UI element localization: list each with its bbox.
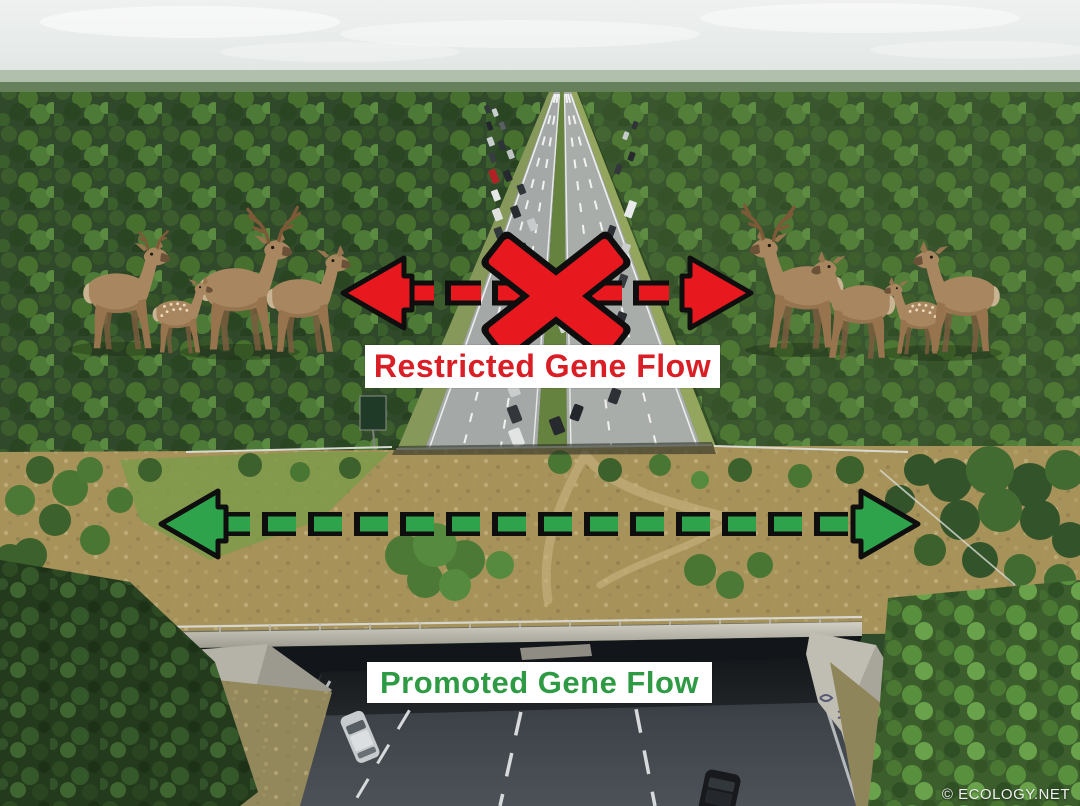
- watermark: © ECOLOGY.NET: [941, 786, 1070, 803]
- arrowhead-right: [850, 488, 921, 560]
- bridge-railing: [85, 615, 863, 634]
- underpass-entry-shadow: [392, 442, 716, 455]
- deer-group-right: [743, 205, 1002, 361]
- arrowhead-left: [158, 488, 229, 560]
- blocked-x-icon: [481, 231, 631, 361]
- promoted-gene-flow-label: Promoted Gene Flow: [367, 662, 712, 703]
- white-truck: [624, 200, 637, 219]
- horizon-treeline: [0, 70, 1080, 96]
- vegetation-bottom-right: [868, 580, 1080, 806]
- restricted-gene-flow-label: Restricted Gene Flow: [365, 345, 720, 388]
- restricted-flow-arrow: [340, 231, 754, 361]
- bridge-center-pier: [520, 644, 592, 660]
- arrowhead-right: [679, 255, 754, 331]
- highway-sign: [359, 395, 387, 453]
- clouds: [40, 3, 1080, 62]
- vegetation-bottom-left: [0, 560, 258, 806]
- red-truck: [488, 168, 500, 184]
- deer-group-left: [68, 207, 351, 360]
- arrowhead-left: [340, 255, 415, 331]
- car-silver: [340, 710, 380, 763]
- promoted-flow-arrow: [158, 488, 921, 560]
- wildlife-overpass: [0, 442, 1080, 651]
- parapet-concrete: [78, 622, 862, 650]
